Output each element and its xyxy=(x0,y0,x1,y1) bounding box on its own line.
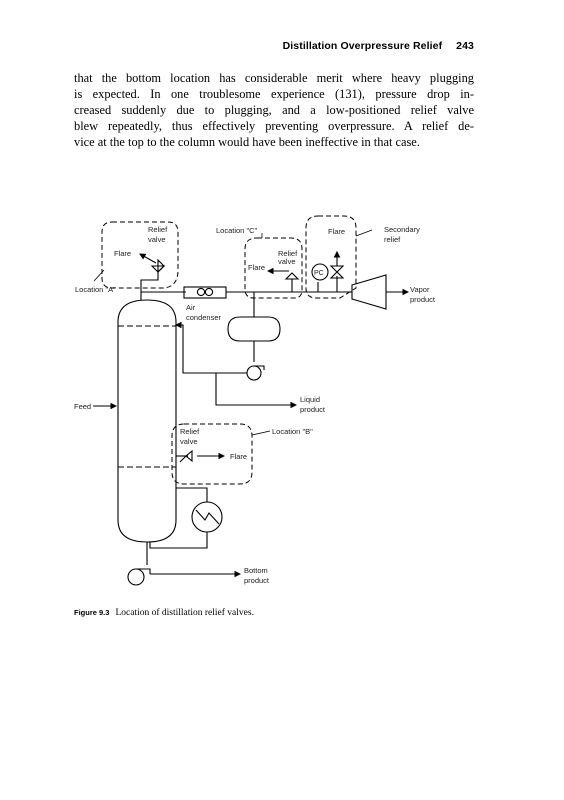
label-relief-valve-c: Relief xyxy=(278,249,298,258)
paragraph-line: creased suddenly due to plugging, and a … xyxy=(74,103,474,118)
running-header-title: Distillation Overpressure Relief xyxy=(282,40,443,52)
pressure-controller xyxy=(311,263,329,281)
figure-caption-text: Location of distillation relief valves. xyxy=(115,608,254,618)
paragraph-line: vice at the top to the column would have… xyxy=(74,135,420,150)
label-location-c: Location "C" xyxy=(216,226,258,235)
running-header: Distillation Overpressure Relief 243 xyxy=(283,40,474,52)
label-flare-a: Flare xyxy=(114,249,131,258)
label-bottom-product: product xyxy=(244,576,270,585)
label-vapor-product: Vapor xyxy=(410,285,430,294)
figure-caption-label: Figure 9.3 xyxy=(74,608,110,617)
distillation-column xyxy=(117,299,177,543)
paragraph-line: that the bottom location has considerabl… xyxy=(74,71,474,85)
label-secondary-relief: Secondary xyxy=(384,225,420,234)
label-relief-valve-c: valve xyxy=(278,257,296,266)
paragraph-line: blew repeatedly, thus effectively preven… xyxy=(74,119,474,134)
label-relief-valve-b: Relief xyxy=(180,427,200,436)
figure-caption: Figure 9.3 Location of distillation relie… xyxy=(74,608,254,618)
reflux-drum xyxy=(227,316,281,342)
label-liquid-product: product xyxy=(300,405,326,414)
label-secondary-relief: relief xyxy=(384,235,401,244)
vapor-compressor xyxy=(351,274,387,310)
label-liquid-product: Liquid xyxy=(300,395,320,404)
label-location-b: Location "B" xyxy=(272,427,313,436)
label-flare-c: Flare xyxy=(248,263,265,272)
label-relief-valve-a: valve xyxy=(148,235,166,244)
label-pc: PC xyxy=(314,270,324,277)
label-relief-valve-a: Relief xyxy=(148,225,168,234)
label-bottom-product: Bottom xyxy=(244,566,268,575)
label-flare-secondary: Flare xyxy=(328,227,345,236)
body-paragraph: that the bottom location has considerabl… xyxy=(74,70,474,150)
bottom-pump xyxy=(127,568,145,586)
label-location-a: Location "A" xyxy=(75,285,116,294)
label-flare-b: Flare xyxy=(230,452,247,461)
label-air-condenser: condenser xyxy=(186,313,222,322)
label-air-condenser: Air xyxy=(186,303,196,312)
label-relief-valve-b: valve xyxy=(180,437,198,446)
reflux-pump xyxy=(246,365,262,381)
page-number: 243 xyxy=(456,40,474,52)
paragraph-line: is expected. In one troublesome experien… xyxy=(74,87,474,102)
label-vapor-product: product xyxy=(410,295,436,304)
label-feed: Feed xyxy=(74,402,91,411)
